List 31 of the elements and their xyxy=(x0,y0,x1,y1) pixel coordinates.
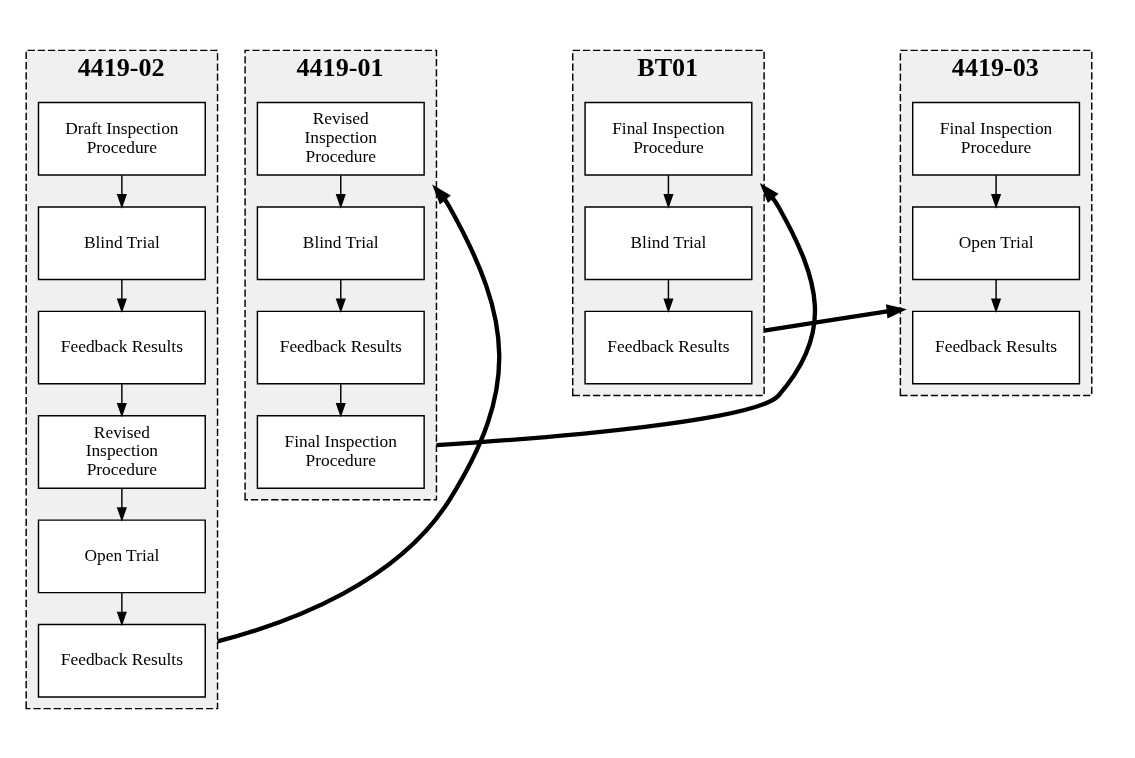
node-box: Final Inspection Procedure xyxy=(256,414,425,489)
node-box: Revised Inspection Procedure xyxy=(37,414,206,489)
node-box: Feedback Results xyxy=(37,623,206,698)
arrow xyxy=(663,278,674,313)
arrow xyxy=(436,182,817,447)
arrow xyxy=(116,278,127,313)
node-box: Feedback Results xyxy=(912,310,1081,385)
node-box: Blind Trial xyxy=(256,205,425,280)
node-box: Feedback Results xyxy=(584,310,753,385)
node-box: Revised Inspection Procedure xyxy=(256,101,425,176)
node-box: Open Trial xyxy=(37,518,206,593)
arrow xyxy=(116,487,127,522)
node-box: Feedback Results xyxy=(256,310,425,385)
arrow xyxy=(335,278,346,313)
node-box: Draft Inspection Procedure xyxy=(37,101,206,176)
arrow xyxy=(116,382,127,417)
arrow xyxy=(116,174,127,209)
arrow xyxy=(335,174,346,209)
node-box: Blind Trial xyxy=(584,205,753,280)
arrow xyxy=(116,591,127,626)
node-box: Final Inspection Procedure xyxy=(584,101,753,176)
arrow xyxy=(335,382,346,417)
node-box: Open Trial xyxy=(912,205,1081,280)
arrow xyxy=(991,174,1002,209)
arrow xyxy=(663,174,674,209)
node-box: Final Inspection Procedure xyxy=(912,101,1081,176)
node-box: Blind Trial xyxy=(37,205,206,280)
arrow xyxy=(216,183,502,643)
node-box: Feedback Results xyxy=(37,310,206,385)
arrow xyxy=(991,278,1002,313)
arrow xyxy=(763,303,907,333)
